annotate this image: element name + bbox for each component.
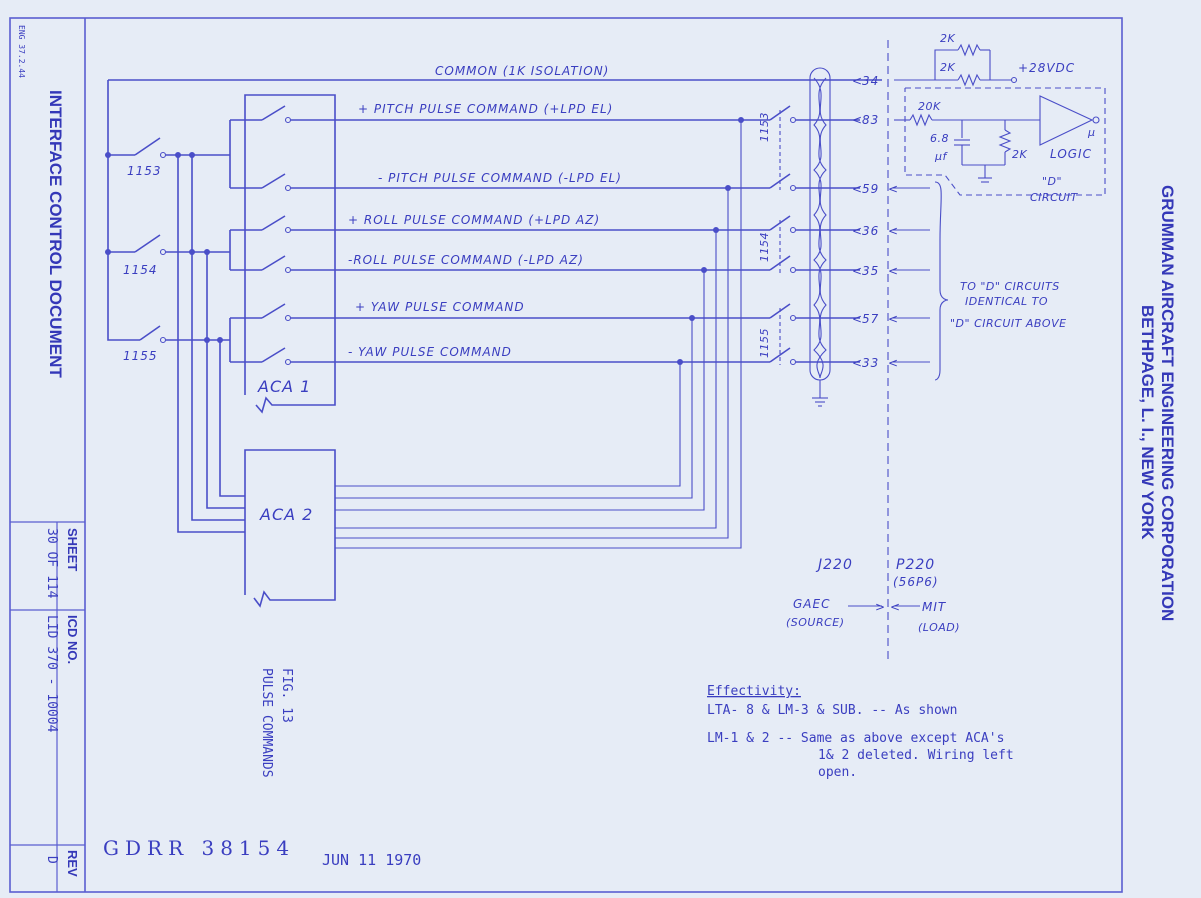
pin-34: 34 [862,74,879,88]
note-line1: TO "D" CIRCUITS [960,280,1060,293]
svg-text:<: < [888,224,899,238]
pin-83: 83 [862,113,879,127]
load-label: MIT [922,600,947,614]
sheet-label: SHEET [65,528,80,571]
sheet-value: 30 OF 114 [44,528,59,599]
load-sub: (LOAD) [918,621,960,634]
svg-text:<: < [852,312,863,326]
effectivity-line1: LTA- 8 & LM-3 & SUB. -- As shown [707,703,957,718]
pin-59: 59 [862,182,879,196]
effectivity-line2b: 1& 2 deleted. Wiring left [818,748,1014,763]
svg-text:<: < [888,264,899,278]
shielded-cable [809,67,831,407]
d-circuit-word: CIRCUIT [1030,191,1079,204]
document-title: INTERFACE CONTROL DOCUMENT [46,90,65,378]
signal-lines: + PITCH PULSE COMMAND (+LPD EL) - PITCH … [291,102,770,549]
svg-text:<: < [888,182,899,196]
switch-1155: 1155 [123,325,230,363]
cap-unit: μf [934,150,948,163]
pin-36: 36 [862,224,879,238]
svg-text:<: < [888,356,899,370]
figure-number: FIG. 13 [279,668,294,723]
yaw-plus-label: + YAW PULSE COMMAND [355,300,525,314]
pitch-plus-label: + PITCH PULSE COMMAND (+LPD EL) [358,102,613,116]
svg-text:<: < [852,224,863,238]
effectivity-line2a: LM-1 & 2 -- Same as above except ACA's [707,731,1004,746]
note-line3: "D" CIRCUIT ABOVE [950,317,1067,330]
logic-label: LOGIC [1050,147,1092,161]
effectivity-line2c: open. [818,765,857,780]
icd-value: LID 370 - 10004 [44,615,59,733]
rev-label: REV [65,850,80,877]
switch-1153: 1153 [105,137,230,178]
common-line: COMMON (1K ISOLATION) [107,64,882,341]
identical-note: TO "D" CIRCUITS IDENTICAL TO "D" CIRCUIT… [950,280,1067,330]
pin-57: 57 [862,312,879,326]
r-2k-top: 2K [940,32,955,45]
output-switches: 1153 1154 1155 [758,105,860,366]
r-2k-second: 2K [940,61,955,74]
aca1-switches [230,105,292,366]
supply-voltage: +28VDC [1018,61,1075,75]
gdrr-stamp: GDRR 38154 [103,836,295,860]
p220-label: P220 [896,557,935,573]
j220-label: J220 [815,557,853,573]
effectivity-notes: Effectivity: LTA- 8 & LM-3 & SUB. -- As … [707,684,1014,780]
svg-text:<: < [890,600,901,614]
form-number: ENG 37.2.44 [17,25,26,78]
roll-plus-label: + ROLL PULSE COMMAND (+LPD AZ) [348,213,600,227]
out-switch-1153-label: 1153 [758,112,771,142]
switch-1154-label: 1154 [123,263,158,277]
out-switch-1154-label: 1154 [758,232,771,262]
svg-text:<: < [852,356,863,370]
rev-value: D [44,856,59,864]
svg-text:<: < [852,113,863,127]
switch-1153-label: 1153 [127,164,162,178]
bus-wiring [177,120,245,533]
aca1-block: ACA 1 [244,94,336,414]
out-switch-1155-label: 1155 [758,328,771,358]
pin-35: 35 [862,264,879,278]
connector-pins: 34 83 59 36 35 57 33 << << << < < < < < … [852,40,949,660]
aca2-label: ACA 2 [259,505,313,524]
r-2k-shunt: 2K [1012,148,1027,161]
aca2-block: ACA 2 [244,449,336,608]
d-circuit-quote: "D" [1042,175,1062,188]
svg-text:<: < [852,182,863,196]
aca1-label: ACA 1 [257,377,311,396]
source-sub: (SOURCE) [786,616,845,629]
svg-text:<: < [852,74,863,88]
roll-minus-label: -ROLL PULSE COMMAND (-LPD AZ) [348,253,584,267]
effectivity-heading: Effectivity: [707,684,801,699]
date-stamp: JUN 11 1970 [322,851,421,869]
sheet-border [9,17,1123,893]
pitch-minus-label: - PITCH PULSE COMMAND (-LPD EL) [378,171,622,185]
company-name: GRUMMAN AIRCRAFT ENGINEERING CORPORATION [1158,185,1177,621]
connector-legend: J220 P220 (56P6) GAEC (SOURCE) MIT (LOAD… [786,557,960,634]
d-circuit: 2K 2K +28VDC 20K 6.8 μf 2K μ LOGIC "D" C… [894,32,1106,204]
yaw-minus-label: - YAW PULSE COMMAND [348,345,512,359]
pin-33: 33 [862,356,879,370]
common-label: COMMON (1K ISOLATION) [435,64,609,78]
logic-mu: μ [1087,126,1096,139]
svg-text:<: < [852,264,863,278]
r-20k: 20K [918,100,941,113]
company-address: BETHPAGE, L. I., NEW YORK [1138,305,1157,540]
p220-type: (56P6) [893,575,939,589]
cap-value: 6.8 [930,132,949,145]
svg-text:>: > [875,600,886,614]
source-label: GAEC [793,597,830,611]
switch-1155-label: 1155 [123,349,158,363]
svg-text:<: < [888,312,899,326]
note-line2: IDENTICAL TO [965,295,1048,308]
figure-caption: PULSE COMMANDS [259,668,274,778]
icd-label: ICD NO. [65,615,80,664]
